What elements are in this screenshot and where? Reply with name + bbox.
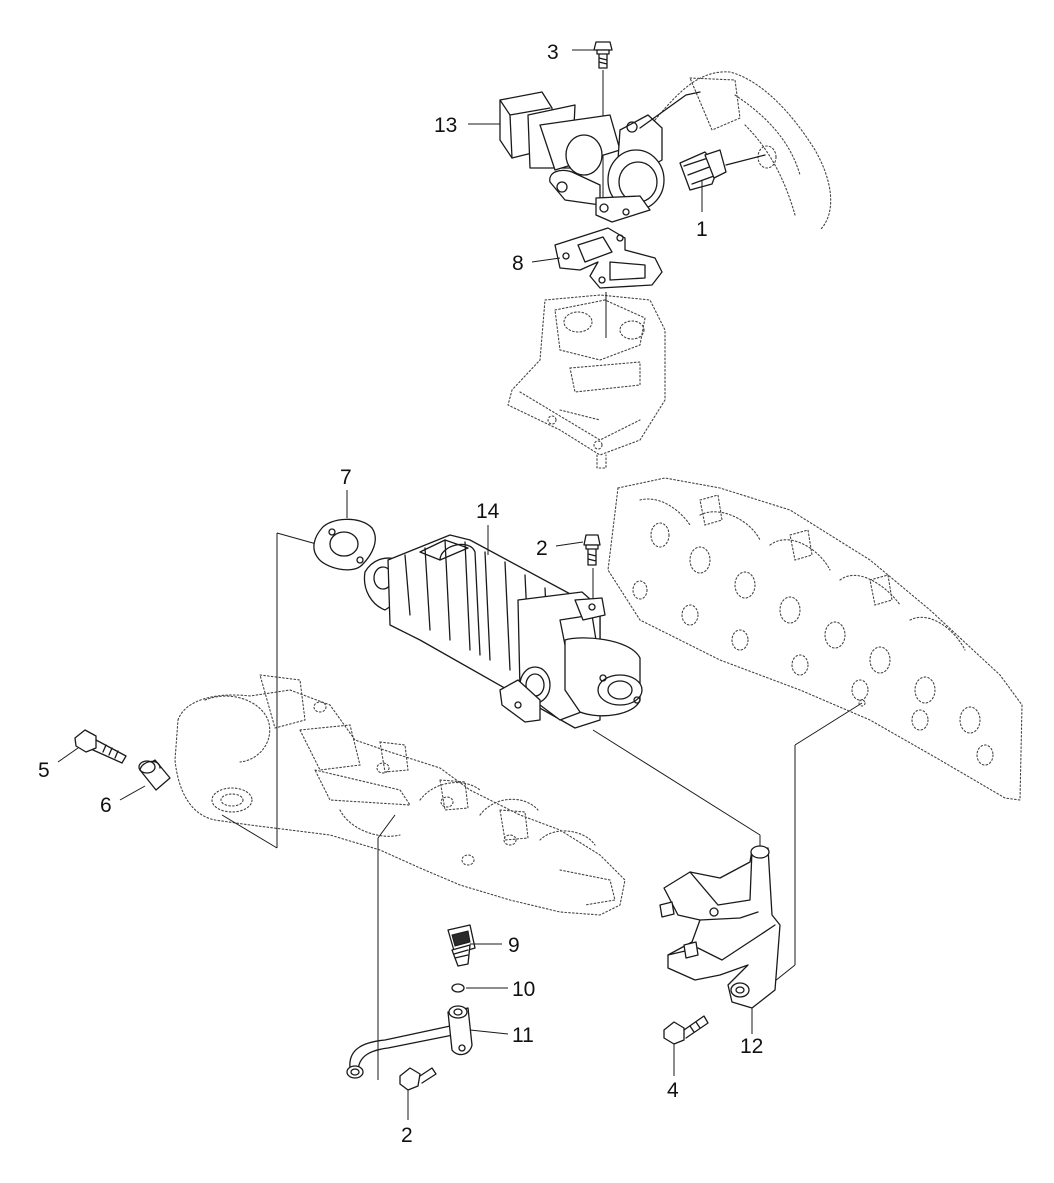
egr-gasket	[554, 227, 663, 289]
sensor-pipe	[346, 1005, 473, 1079]
cooler-gasket	[313, 518, 376, 571]
egr-housing-phantom	[507, 294, 666, 469]
callout-6: 6	[100, 794, 112, 817]
callout-9: 9	[508, 934, 520, 957]
callout-2-lower: 2	[401, 1124, 413, 1147]
intake-hose-phantom	[654, 71, 832, 231]
bolt-cooler	[583, 534, 601, 566]
callout-4: 4	[667, 1079, 679, 1102]
callout-12: 12	[740, 1035, 763, 1058]
callout-5: 5	[38, 759, 50, 782]
callout-1: 1	[696, 218, 708, 241]
egr-cooler	[363, 534, 643, 729]
o-ring	[451, 983, 465, 993]
callout-2-upper: 2	[536, 537, 548, 560]
callout-3: 3	[547, 41, 559, 64]
cylinder-head-phantom	[607, 477, 1023, 801]
egr-valve	[499, 91, 701, 223]
bolt-pipe	[399, 1067, 437, 1091]
callout-11: 11	[512, 1024, 534, 1047]
callout-7: 7	[340, 466, 352, 489]
assembly-guide-lines	[221, 70, 863, 1080]
callout-8: 8	[512, 252, 524, 275]
callout-10: 10	[512, 978, 535, 1001]
bolt-bracket	[663, 1015, 709, 1045]
bolt-long	[74, 729, 127, 764]
pressure-sensor	[679, 149, 766, 191]
cooler-bracket	[659, 845, 781, 1009]
callout-13: 13	[434, 114, 457, 137]
callout-labels: 3 13 1 8 7 14 2 5 6 9 10 11 12 4 2	[38, 41, 763, 1147]
exhaust-manifold-phantom	[174, 674, 626, 916]
callout-14: 14	[476, 500, 500, 523]
temperature-sensor	[447, 924, 476, 967]
leader-lines	[57, 49, 753, 1120]
bolt-top	[593, 41, 613, 69]
spacer-sleeve	[138, 759, 171, 791]
